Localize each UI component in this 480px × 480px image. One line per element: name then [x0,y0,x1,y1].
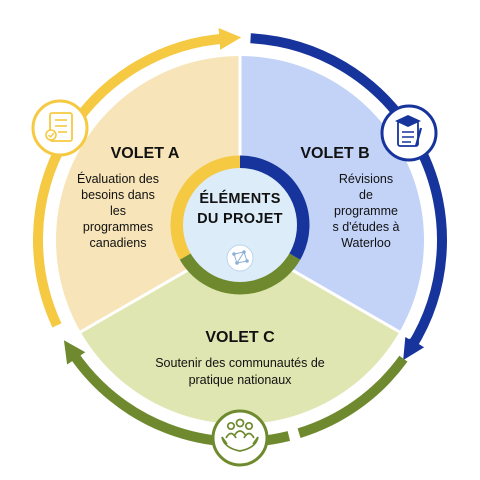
center-title-line-2: DU PROJET [197,211,283,227]
center-ring-b [239,155,310,260]
volet-b-line: de [359,188,373,202]
volet-b-line: Waterloo [341,236,391,250]
volet-a-line: canadiens [90,236,147,250]
volet-b-title: VOLET B [300,145,369,162]
community-hands-icon [211,409,269,467]
graduation-cap-checklist-icon [380,104,438,162]
volet-a-line: besoins dans [81,188,155,202]
volet-a-line: Évaluation des [77,171,159,186]
volet-a-line: programmes [83,220,153,234]
volet-b-line: s d'études à [332,220,399,234]
checklist-document-icon [31,99,89,157]
center-ring-a [170,155,241,260]
center-ring-c [179,253,301,295]
volet-b-line: Révisions [339,172,393,186]
volet-b-description: Révisions de programme s d'études à Wate… [332,172,399,250]
network-nodes-icon [226,244,254,272]
center-disc [183,168,297,282]
volet-c-arc-extension [297,355,408,438]
volet-c-line: pratique nationaux [189,373,293,387]
volet-c-line: Soutenir des communautés de [155,356,325,370]
volet-a-line: les [110,204,126,218]
volet-a-title: VOLET A [111,145,180,162]
volet-b-line: programme [334,204,398,218]
volet-a-description: Évaluation des besoins dans les programm… [77,171,159,250]
volet-c-description: Soutenir des communautés de pratique nat… [155,356,325,387]
volet-c-title: VOLET C [205,329,275,346]
center-title-line-1: ÉLÉMENTS [199,190,280,207]
